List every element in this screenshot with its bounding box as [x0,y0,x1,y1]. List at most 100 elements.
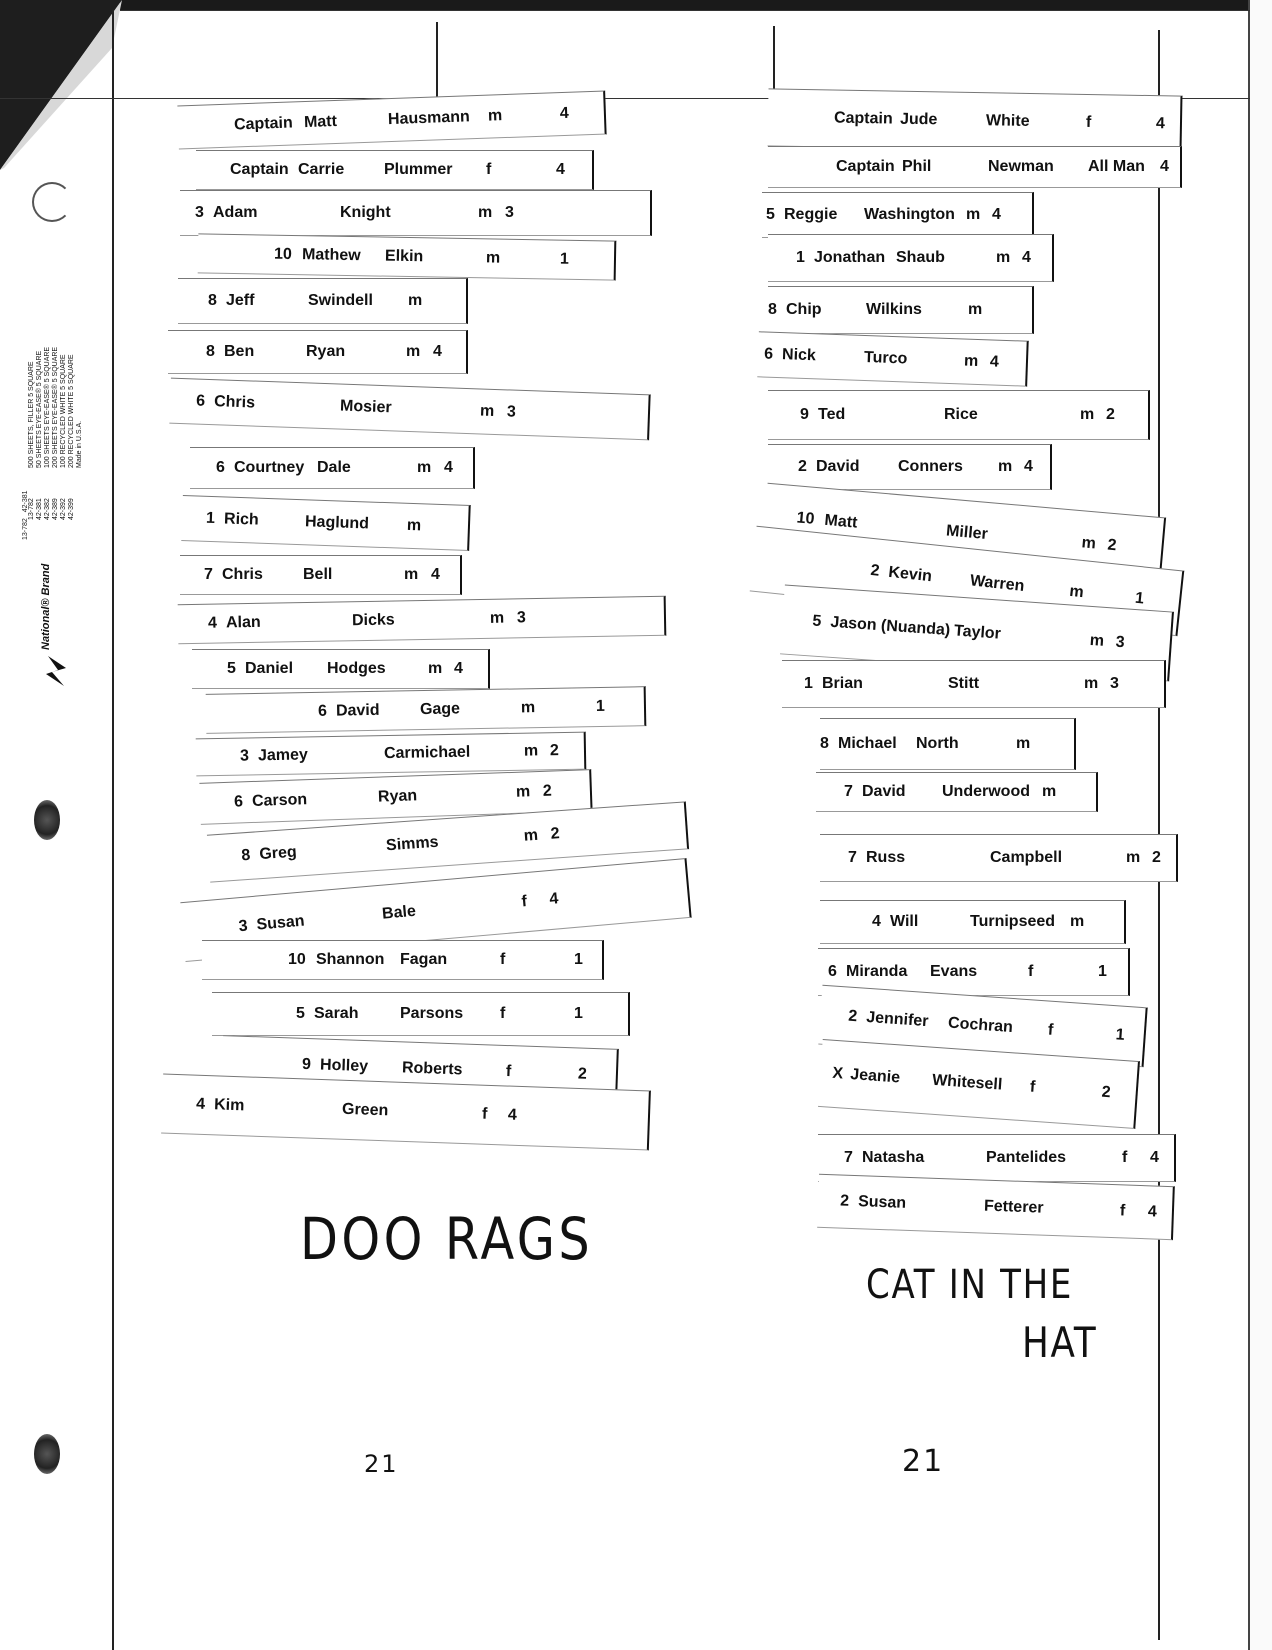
player-gender: m [428,660,443,677]
imprint-line: 200 SHEETS EYE-EASE® 5 SQUARE [52,346,59,468]
player-number: 6 [233,793,244,811]
player-gender: m [485,249,501,267]
player-gender: f [1029,1078,1036,1096]
player-number: 4 [207,614,218,632]
player-first-name: Miranda [846,963,908,980]
imprint-line: Made in U.S.A. [76,420,83,468]
player-number: 8 [820,735,829,752]
player-number: 7 [848,849,857,866]
player-rating: 4 [1147,1203,1158,1221]
player-last-name: Pantelides [986,1149,1067,1166]
player-gender: f [505,1063,512,1081]
player-gender: f [1028,963,1034,980]
player-number: 2 [869,561,881,580]
player-last-name: Roberts [401,1059,463,1079]
player-first-name: Russ [866,849,906,866]
player-last-name: Haglund [304,513,370,533]
player-rating: 3 [1115,633,1126,652]
player-number: 2 [798,458,807,475]
player-last-name: Stitt [948,675,980,692]
player-first-name: Kim [213,1096,245,1115]
player-number: 10 [288,951,306,968]
right-team-name-line2: HAT [1022,1318,1098,1367]
player-rating: 2 [1106,536,1118,555]
player-rating: 4 [992,206,1001,223]
player-rating: 4 [1024,458,1033,475]
player-rating: 4 [431,566,440,583]
player-rating: 2 [550,825,561,843]
player-rating: 4 [1150,1149,1159,1166]
player-first-name: Chris [213,393,256,412]
player-last-name: Dale [317,459,351,476]
player-number: 2 [839,1192,850,1210]
player-last-name: Gage [419,700,461,719]
player-number: 7 [844,783,853,800]
player-last-name: Green [341,1100,389,1120]
player-rating: 4 [1160,158,1169,175]
imprint-code: 42-399 [68,498,75,520]
player-gender: m [515,783,531,801]
imprint-code: 13-782 [28,498,35,520]
player-gender: m [1068,582,1085,602]
player-last-name: White [985,112,1030,130]
player-number: 5 [811,612,822,631]
player-rating: 4 [454,660,463,677]
player-captain-label: Captain [833,109,893,128]
player-last-name: Taylor [953,622,1002,643]
player-first-name: Carrie [298,161,345,178]
player-last-name: Fetterer [983,1197,1044,1217]
player-first-name: Will [890,913,919,930]
player-first-name: Matt [303,112,338,132]
player-first-name: David [862,783,906,800]
left-team-name: DOO RAGS [300,1205,594,1273]
player-number: 1 [804,675,813,692]
player-number: X [831,1064,844,1083]
player-number: 6 [828,963,837,980]
player-gender: m [1042,783,1057,800]
player-gender: m [998,458,1013,475]
player-last-name: Wilkins [866,301,922,318]
player-last-name: Mosier [339,397,392,417]
player-gender: m [489,609,505,627]
player-number: 3 [239,747,250,765]
player-gender: f [1122,1149,1128,1166]
player-gender: m [406,516,422,535]
player-first-name: Susan [857,1193,907,1212]
player-last-name: Shaub [896,249,945,266]
imprint-code: 13-782 [22,518,29,540]
player-first-name: Jeff [226,292,255,309]
imprint-line: 200 RECYCLED WHITE 5 SQUARE [68,354,75,468]
player-gender: f [1047,1021,1054,1039]
player-last-name: Newman [988,158,1054,175]
player-first-name: Susan [255,912,306,934]
player-number: 5 [296,1005,305,1022]
player-number: 8 [206,343,215,360]
player-rating: 4 [433,343,442,360]
player-last-name: Cochran [947,1014,1014,1037]
player-first-name: Courtney [234,459,305,476]
imprint-line: 500 SHEETS, FILLER 5 SQUARE [28,361,35,468]
imprint-line: 100 SHEETS EYE-EASE® 5 SQUARE [44,346,51,468]
player-last-name: Whitesell [931,1071,1003,1094]
player-rating: 4 [559,104,570,123]
player-gender: f [500,951,506,968]
player-first-name: Sarah [314,1005,359,1022]
player-last-name: Ryan [306,343,346,360]
player-gender: f [481,1105,488,1123]
player-gender: m [406,343,421,360]
player-first-name: Jamey [257,746,308,765]
